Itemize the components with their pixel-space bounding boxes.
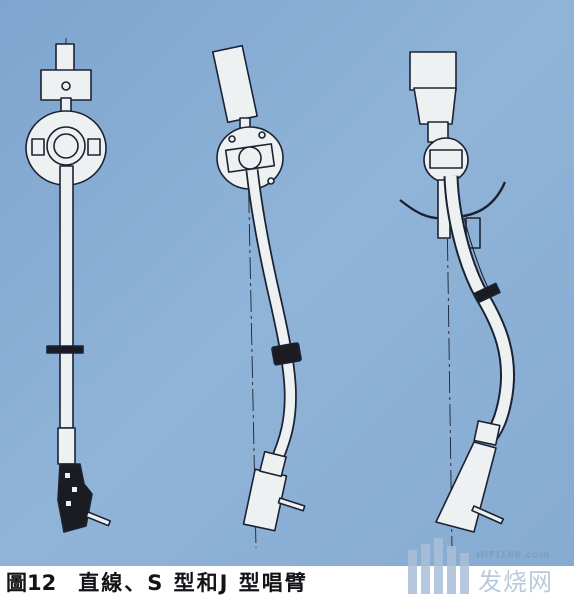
- watermark-name: 发烧网: [478, 568, 553, 596]
- s-pivot-screw-2: [258, 131, 266, 139]
- j-headshell: [435, 441, 497, 533]
- straight-bearing-right: [87, 138, 101, 156]
- j-finger-lift: [471, 505, 505, 525]
- s-shaped-tonearm: [212, 44, 306, 549]
- straight-headshell-slot-1: [65, 473, 70, 478]
- j-counterweight-top: [409, 51, 457, 91]
- watermark-logo-bar-5: [460, 553, 469, 594]
- watermark-site: HIFI168.com: [476, 550, 550, 561]
- watermark-logo-bar-3: [434, 538, 443, 594]
- watermark-logo-bar-1: [408, 550, 417, 594]
- straight-bearing-left: [31, 138, 45, 156]
- j-bearing-block: [429, 149, 463, 169]
- figure-caption: 圖12 直線、S 型和J 型唱臂: [6, 567, 308, 597]
- straight-headshell-slot-3: [66, 501, 71, 506]
- straight-weight-block: [40, 69, 92, 101]
- figure-number: 圖12: [6, 571, 57, 595]
- j-arm-inner-wire: [463, 217, 491, 293]
- j-shaped-tonearm: [399, 51, 516, 549]
- straight-anti-skate-collar: [46, 345, 84, 354]
- j-arm-tube-fill: [445, 175, 514, 444]
- watermark-logo: [408, 538, 469, 594]
- s-finger-lift: [277, 497, 306, 512]
- watermark-logo-bar-4: [447, 546, 456, 594]
- figure-title: 直線、S 型和J 型唱臂: [78, 571, 308, 595]
- straight-finger-lift: [85, 511, 112, 527]
- j-counterweight-taper: [413, 87, 457, 125]
- straight-headshell-slot-2: [72, 487, 77, 492]
- s-anti-skate-collar: [271, 342, 302, 366]
- s-bearing-ring: [238, 146, 262, 170]
- straight-headshell-body: [57, 463, 93, 533]
- straight-tube-joint: [57, 427, 76, 465]
- s-pivot-screw-3: [267, 177, 275, 185]
- straight-headshell: [57, 463, 112, 533]
- straight-arm-tube: [59, 165, 74, 429]
- straight-stub: [60, 97, 72, 113]
- straight-bearing-inner: [53, 133, 79, 159]
- s-arm-tube-fill: [247, 169, 296, 468]
- straight-weight-hole: [61, 81, 71, 91]
- s-pivot-screw-1: [228, 135, 236, 143]
- watermark-logo-bar-2: [421, 544, 430, 594]
- j-tube-joint: [473, 420, 501, 446]
- j-anti-skate-collar: [473, 282, 501, 304]
- straight-tonearm: [25, 38, 112, 533]
- s-headshell-collar: [259, 450, 287, 478]
